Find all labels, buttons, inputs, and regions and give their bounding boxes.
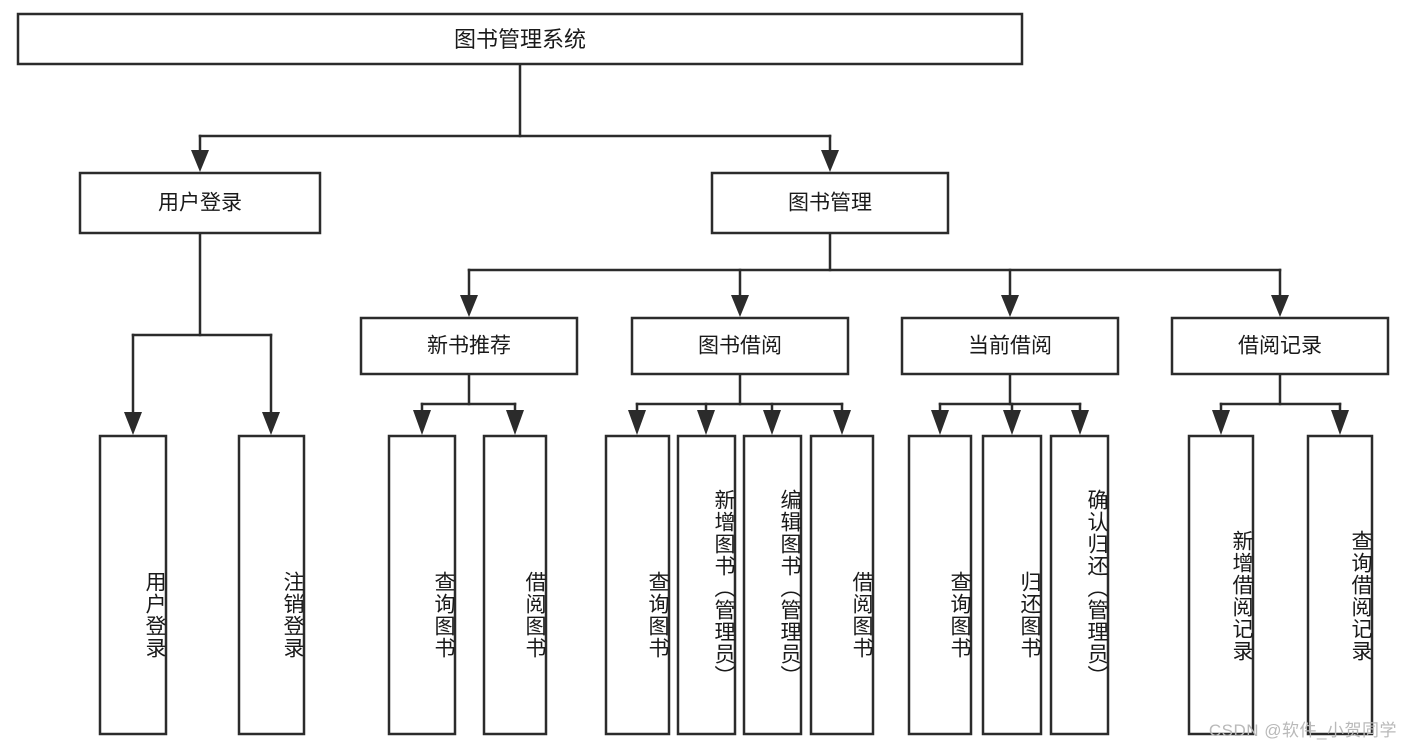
arrowhead-newbook-borrow [506,410,524,435]
arrowhead-cb-return [1003,410,1021,435]
arrowhead-br-query [1331,410,1349,435]
node-book-management[interactable]: 图书管理 [710,171,950,235]
arrowhead-bb-edit [763,410,781,435]
leaf-box-bb-add-book-admin[interactable] [676,434,737,736]
arrowhead-new-book-rec [460,295,478,317]
csdn-watermark: CSDN @软件_小贺同学 [1208,721,1397,740]
node-root-system[interactable]: 图书管理系统 [16,12,1024,66]
node-current-borrow[interactable]: 当前借阅 [900,316,1120,376]
leaf-box-br-query-record[interactable] [1306,434,1374,736]
leaf-box-cb-confirm-return-admin[interactable] [1049,434,1110,736]
node-root-label: 图书管理系统 [454,27,586,52]
node-borrow-record[interactable]: 借阅记录 [1170,316,1390,376]
nodes-layer: 图书管理系统 用户登录 图书管理 新书推荐 图书借阅 当前 [16,12,1390,736]
leaf-box-br-add-record[interactable] [1187,434,1255,736]
node-book-management-label: 图书管理 [788,192,872,215]
leaf-box-nb-query-book[interactable] [387,434,457,736]
arrowhead-cb-confirm [1071,410,1089,435]
arrowhead-bb-borrow [833,410,851,435]
node-new-book-recommend-label: 新书推荐 [427,335,511,358]
arrowhead-borrow-record [1271,295,1289,317]
arrowhead-leaf-logout [262,412,280,435]
leaf-box-cb-query-book[interactable] [907,434,973,736]
node-borrow-record-label: 借阅记录 [1238,335,1322,358]
node-user-login-label: 用户登录 [158,192,242,215]
arrowhead-bb-query [628,410,646,435]
arrowhead-br-add [1212,410,1230,435]
arrowhead-current-borrow [1001,295,1019,317]
leaf-box-bb-query-book[interactable] [604,434,671,736]
leaf-box-nb-borrow-book[interactable] [482,434,548,736]
leaf-box-user-login[interactable] [98,434,168,736]
arrowhead-book-manage [821,150,839,172]
node-user-login[interactable]: 用户登录 [78,171,322,235]
node-current-borrow-label: 当前借阅 [968,335,1052,358]
leaf-box-bb-borrow-book[interactable] [809,434,875,736]
edges-layer [124,62,1349,435]
arrowhead-book-borrow [731,295,749,317]
arrowhead-cb-query [931,410,949,435]
arrowhead-newbook-query [413,410,431,435]
node-book-borrow-label: 图书借阅 [698,335,782,358]
arrowhead-bb-add [697,410,715,435]
leaf-box-bb-edit-book-admin[interactable] [742,434,803,736]
leaf-box-logout[interactable] [237,434,306,736]
arrowhead-leaf-user-login [124,412,142,435]
leaf-box-cb-return-book[interactable] [981,434,1043,736]
arrowhead-user-login [191,150,209,172]
node-book-borrow[interactable]: 图书借阅 [630,316,850,376]
node-new-book-recommend[interactable]: 新书推荐 [359,316,579,376]
